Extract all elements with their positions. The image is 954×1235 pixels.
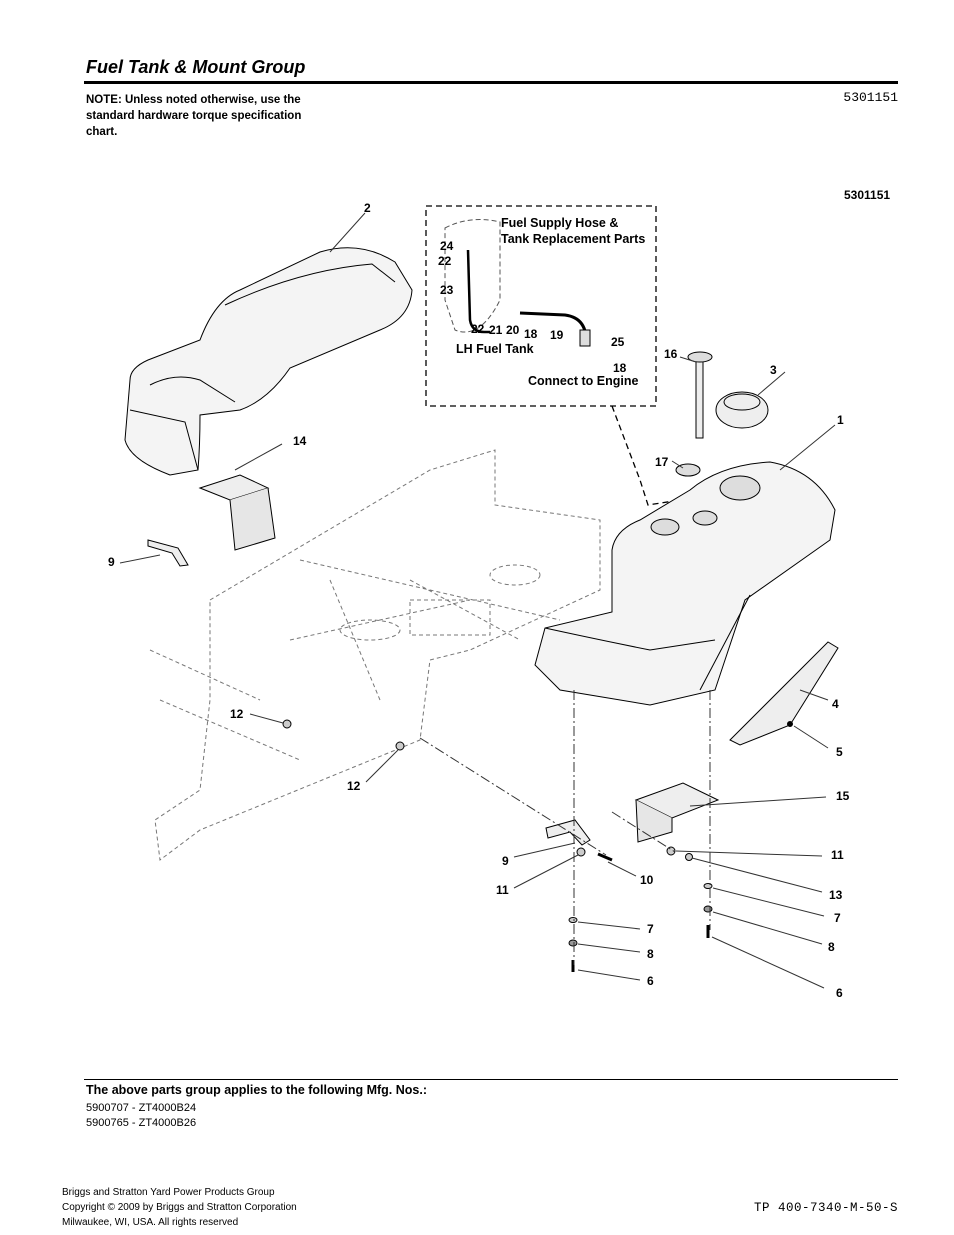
applies-heading: The above parts group applies to the fol… (86, 1083, 427, 1097)
torque-note: NOTE: Unless noted otherwise, use the st… (86, 94, 302, 138)
part-1-tank (534, 461, 836, 706)
part-12-nut-a (282, 719, 292, 729)
callout-inset-20: 20 (506, 323, 520, 337)
part-9-bracket-lower (545, 819, 591, 846)
inset-box (425, 205, 657, 407)
tank-filler-neck (719, 475, 761, 501)
callout-8a: 8 (647, 947, 654, 961)
callout-9a: 9 (108, 555, 115, 569)
part-13-washer (685, 853, 693, 861)
footer-line: Copyright © 2009 by Briggs and Stratton … (62, 1202, 297, 1213)
part-16-fuel-gauge (695, 359, 704, 439)
part-4-shield (729, 641, 839, 746)
part-5-screw (787, 721, 793, 727)
inset-lh-tank-label: LH Fuel Tank (456, 342, 534, 356)
applies-rule (84, 1079, 898, 1080)
footer-line: Milwaukee, WI, USA. All rights reserved (62, 1217, 239, 1228)
callout-9b: 9 (502, 854, 509, 868)
lh-tank-outline (444, 219, 501, 333)
callout-13: 13 (829, 888, 843, 902)
hose-fitting (579, 329, 591, 347)
callout-17: 17 (655, 455, 669, 469)
callout-16: 16 (664, 347, 678, 361)
callout-inset-25: 25 (611, 335, 625, 349)
callout-5: 5 (836, 745, 843, 759)
callout-inset-19: 19 (550, 328, 564, 342)
callout-11a: 11 (496, 883, 509, 897)
mfg-number: 5900765 - ZT4000B26 (86, 1117, 197, 1129)
callout-10: 10 (640, 873, 654, 887)
header-rule (84, 81, 898, 84)
mower-frame (154, 449, 601, 861)
callout-7b: 7 (834, 911, 841, 925)
callout-4: 4 (832, 697, 839, 711)
callout-inset-22b: 22 (471, 322, 485, 336)
part-11-nut-b (666, 846, 676, 856)
exploded-parts-diagram: Fuel Supply Hose & Tank Replacement Part… (108, 188, 890, 1000)
callout-inset-24: 24 (440, 239, 454, 253)
callout-12a: 12 (230, 707, 244, 721)
callout-inset-21: 21 (489, 323, 503, 337)
figure-number: 5301151 (844, 188, 890, 202)
callout-inset-22a: 22 (438, 254, 452, 268)
footer-copyright: Briggs and Stratton Yard Power Products … (62, 1185, 297, 1230)
mfg-number: 5900707 - ZT4000B24 (86, 1102, 197, 1114)
callout-2: 2 (364, 201, 371, 215)
callout-6a: 6 (647, 974, 654, 988)
part-10-bolt (597, 852, 613, 862)
callout-3: 3 (770, 363, 777, 377)
doc-number: 5301151 (843, 90, 898, 105)
part-11-nut-a (576, 847, 586, 857)
callout-inset-23: 23 (440, 283, 454, 297)
footer-line: Briggs and Stratton Yard Power Products … (62, 1187, 275, 1198)
doc-code: TP 400-7340-M-50-S (753, 1201, 898, 1215)
callout-15: 15 (836, 789, 850, 803)
part-2-tank (124, 247, 413, 476)
inset-title-line2: Tank Replacement Parts (501, 232, 645, 246)
callout-inset-18b: 18 (613, 361, 627, 375)
callout-7a: 7 (647, 922, 654, 936)
callout-1: 1 (837, 413, 844, 427)
callout-11b: 11 (831, 848, 844, 862)
callout-8b: 8 (828, 940, 835, 954)
page-title: Fuel Tank & Mount Group (86, 57, 306, 77)
callout-14: 14 (293, 434, 307, 448)
callout-6b: 6 (836, 986, 843, 1000)
part-12-nut-b (395, 741, 405, 751)
callout-inset-18a: 18 (524, 327, 538, 341)
inset-title-line1: Fuel Supply Hose & (501, 216, 618, 230)
inset-engine-label: Connect to Engine (528, 374, 638, 388)
callout-12b: 12 (347, 779, 361, 793)
part-9-bracket-upper (147, 539, 189, 567)
inset-leader (611, 405, 681, 506)
